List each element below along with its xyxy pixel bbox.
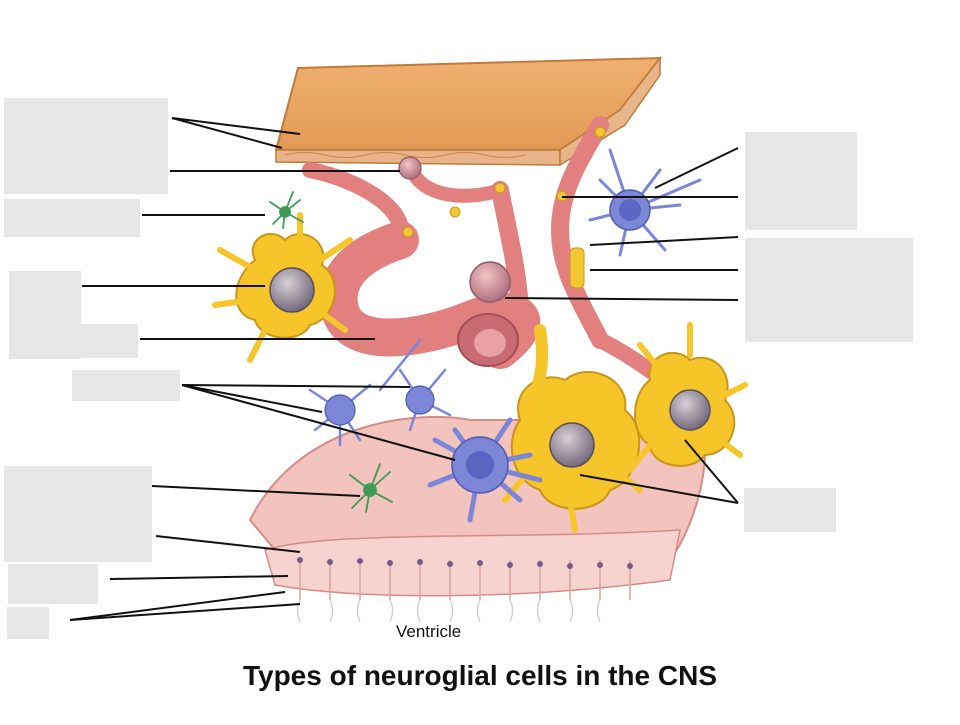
astrocyte-right-large [502, 324, 643, 533]
label-box-microglia-bottom [4, 466, 152, 562]
end-feet [402, 126, 606, 289]
label-box-oligodendrocytes [72, 370, 180, 401]
endothelial-nucleus [469, 261, 511, 303]
astrocyte-far-right [627, 322, 748, 473]
astrocyte-far-right-nucleus [669, 389, 711, 431]
astrocyte-left [212, 212, 353, 363]
oligodendrocyte-top-right [588, 148, 702, 257]
capillary-network [302, 116, 688, 398]
label-box-cilia [7, 607, 49, 639]
label-box-ependymal [8, 564, 98, 604]
label-leader-lines [69, 117, 739, 621]
capillary-lumen-inner [474, 329, 506, 357]
pia-mater [274, 55, 663, 167]
ventricle-label: Ventricle [396, 622, 462, 641]
label-box-microglia-top [4, 199, 140, 237]
astrocyte-right-nucleus [549, 422, 595, 468]
astrocyte-left-nucleus [269, 267, 315, 313]
oligodendrocyte-left [308, 338, 452, 447]
label-box-capillary [72, 324, 138, 358]
label-box-right-top [745, 132, 857, 230]
oligodendrocyte-center [427, 417, 543, 523]
microglia-bottom [349, 463, 393, 513]
label-box-astrocytes-right [744, 488, 836, 532]
microglia-top [269, 191, 304, 229]
figure-title: Types of neuroglial cells in the CNS [242, 660, 718, 691]
endothelial-nucleus-small [398, 156, 422, 180]
label-box-pia-mater [4, 98, 168, 194]
label-box-astrocyte-left [9, 271, 81, 359]
hidden-label-boxes [4, 98, 913, 639]
label-box-right-middle [745, 238, 913, 342]
